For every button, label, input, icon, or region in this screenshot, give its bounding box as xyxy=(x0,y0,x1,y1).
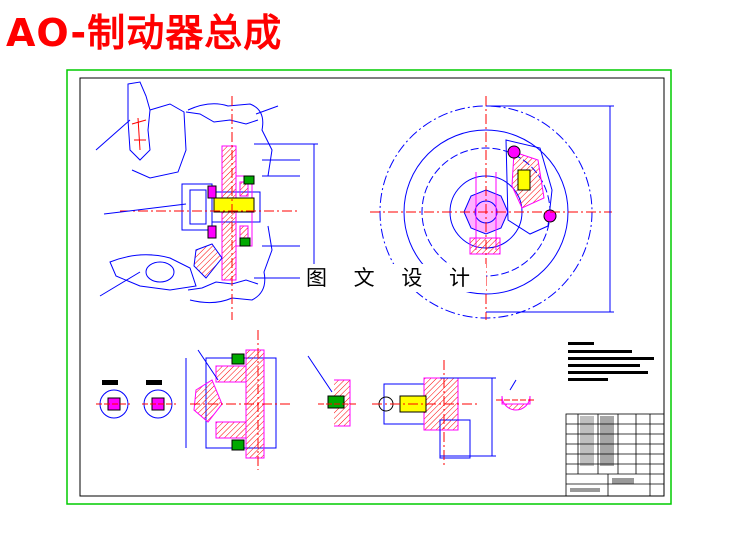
inner-frame xyxy=(79,77,665,497)
page-title: AO-制动器总成 xyxy=(6,11,283,55)
assembly-section-view xyxy=(95,81,318,320)
watermark-text: 图 文 设 计 xyxy=(300,264,487,292)
outer-frame xyxy=(66,69,672,505)
front-view xyxy=(370,96,614,320)
title-block xyxy=(565,413,665,497)
technical-notes xyxy=(568,342,654,381)
detail-views xyxy=(96,330,536,470)
